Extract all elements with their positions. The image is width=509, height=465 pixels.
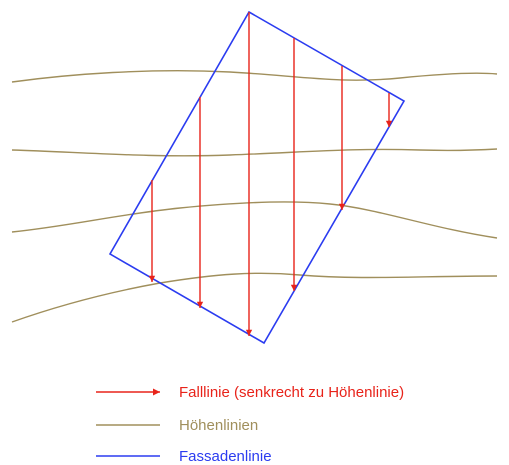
facade-rectangle xyxy=(108,10,406,345)
legend-item-fall-line: Falllinie (senkrecht zu Höhenlinie) xyxy=(96,384,404,401)
fall-lines xyxy=(148,12,393,336)
legend-label-facade: Fassadenlinie xyxy=(179,448,272,465)
legend-label-fall-line: Falllinie (senkrecht zu Höhenlinie) xyxy=(179,384,404,401)
legend-item-contour: Höhenlinien xyxy=(96,417,258,434)
contour-line-2 xyxy=(11,148,498,157)
legend-label-contour: Höhenlinien xyxy=(179,417,258,434)
contour-line-4 xyxy=(11,272,498,323)
contour-line-1 xyxy=(11,70,498,83)
legend: Falllinie (senkrecht zu Höhenlinie) Höhe… xyxy=(96,384,404,465)
contour-line-3 xyxy=(11,201,498,239)
legend-item-facade: Fassadenlinie xyxy=(96,448,272,465)
contour-lines xyxy=(11,70,498,323)
